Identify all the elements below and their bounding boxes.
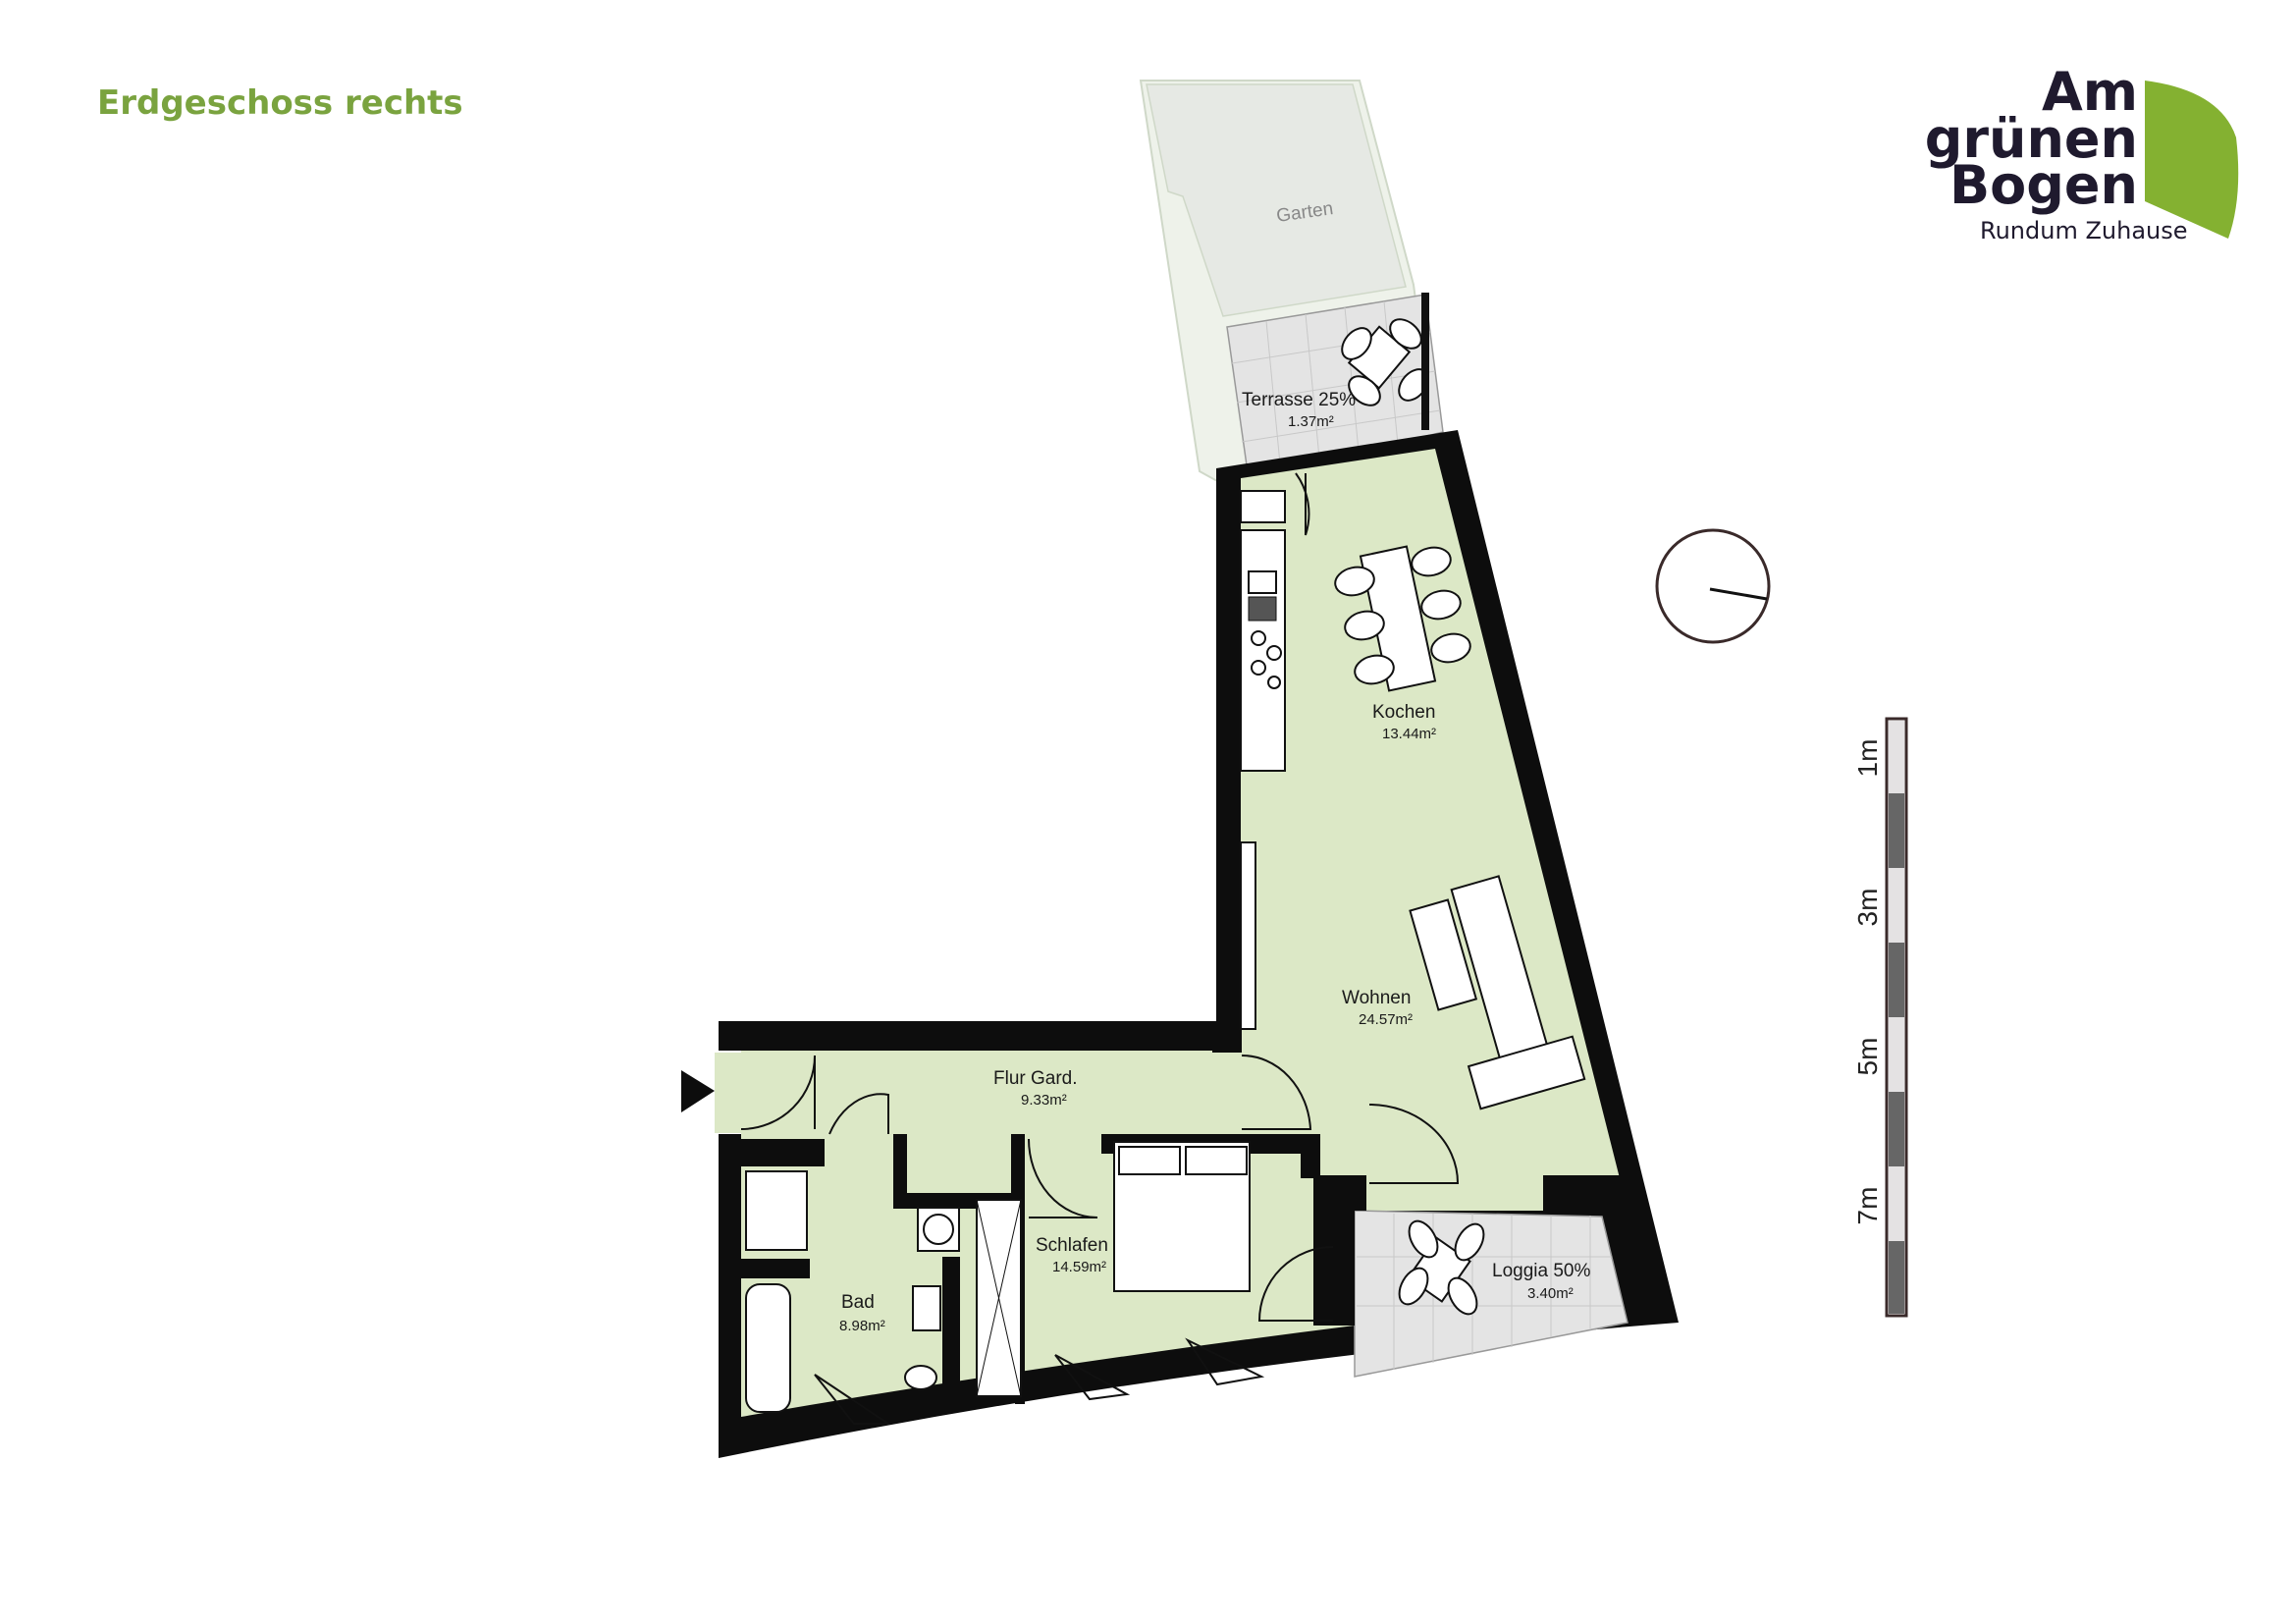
- logo-line3: Bogen: [1949, 154, 2138, 216]
- room-name-terrasse: Terrasse 25%: [1242, 390, 1356, 410]
- sofa: [1409, 875, 1586, 1110]
- room-area-schlafen: 14.59m²: [1052, 1259, 1106, 1275]
- room-name-bad: Bad: [841, 1292, 875, 1313]
- room-name-loggia: Loggia 50%: [1492, 1261, 1590, 1281]
- wardrobe-living: [1240, 841, 1256, 1030]
- room-name-kochen: Kochen: [1372, 702, 1435, 723]
- scale-label-5m: 5m: [1852, 1038, 1883, 1076]
- terrace: Terrasse 25% 1.37m²: [1226, 293, 1444, 480]
- room-area-bad: 8.98m²: [839, 1318, 885, 1334]
- scale-bar: 1m 3m 5m 7m: [1852, 717, 1908, 1318]
- scale-label-1m: 1m: [1852, 739, 1883, 778]
- room-area-flur: 9.33m²: [1021, 1092, 1067, 1109]
- logo: Am grünen Bogen Rundum Zuhause: [1925, 61, 2239, 244]
- room-name-flur: Flur Gard.: [993, 1068, 1078, 1089]
- page-title: Erdgeschoss rechts: [97, 83, 463, 123]
- logo-leaf-icon: [2145, 81, 2239, 239]
- bathroom-fixtures: [745, 1170, 960, 1413]
- dining-table: [1334, 545, 1471, 692]
- north-arrow-icon: [1655, 528, 1771, 644]
- room-name-wohnen: Wohnen: [1342, 988, 1411, 1008]
- room-area-loggia: 3.40m²: [1527, 1285, 1574, 1302]
- scale-label-3m: 3m: [1852, 889, 1883, 927]
- entrance-opening: [715, 1053, 744, 1133]
- wardrobe-bedroom: [976, 1199, 1022, 1397]
- room-area-kochen: 13.44m²: [1382, 726, 1436, 742]
- logo-tagline: Rundum Zuhause: [1980, 217, 2188, 244]
- apartment-floor: [741, 449, 1620, 1417]
- bed: [1113, 1141, 1251, 1292]
- kitchen-counter: [1240, 490, 1286, 772]
- logo-line2: grünen: [1925, 108, 2138, 170]
- scale-label-7m: 7m: [1852, 1187, 1883, 1225]
- room-area-wohnen: 24.57m²: [1359, 1011, 1413, 1028]
- room-area-terrasse: 1.37m²: [1288, 413, 1334, 430]
- entrance-arrow-icon: [681, 1070, 715, 1112]
- room-name-schlafen: Schlafen: [1036, 1235, 1108, 1256]
- loggia: Loggia 50% 3.40m²: [1354, 1210, 1629, 1378]
- logo-line1: Am: [2042, 61, 2138, 123]
- doors: [740, 472, 1460, 1425]
- garden: Garten: [1139, 80, 1435, 483]
